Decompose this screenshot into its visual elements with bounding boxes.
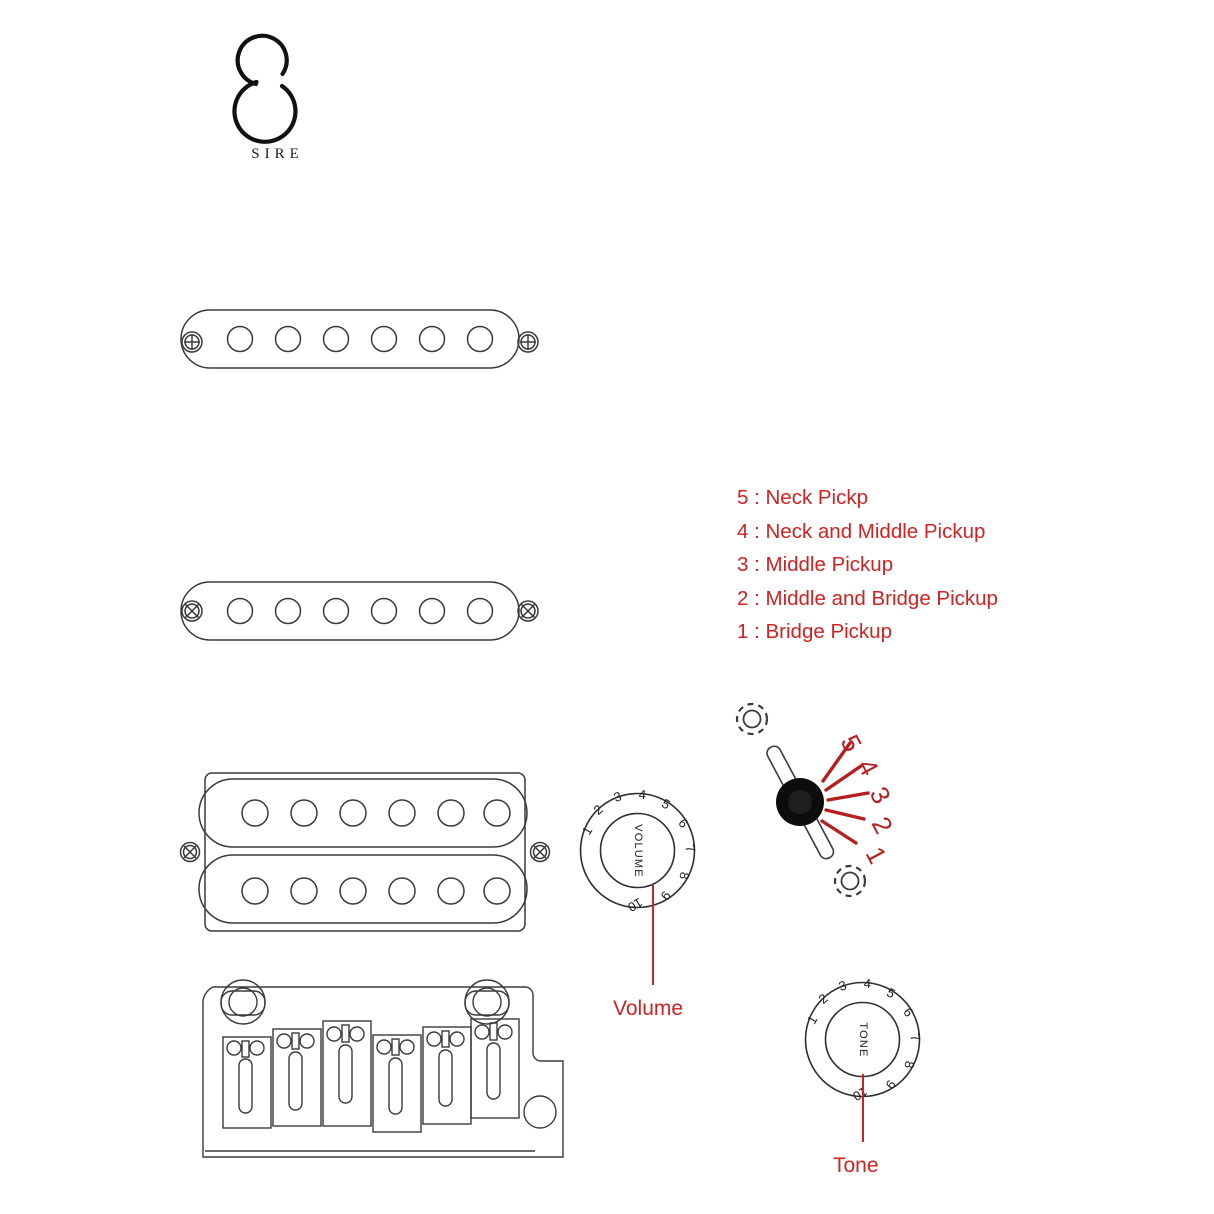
mounting-screw	[179, 841, 201, 863]
svg-text:4: 4	[863, 977, 872, 991]
svg-text:7: 7	[907, 1032, 924, 1044]
sire-logo: SIRE	[200, 28, 350, 178]
pivot-post	[220, 979, 266, 1025]
bridge-saddle	[422, 1026, 472, 1125]
tone-knob[interactable]: 1 2 3 4 5 6 7 8 9 10 TONE	[800, 977, 925, 1102]
bridge-humbucker-pickup	[175, 765, 555, 940]
svg-text:4: 4	[852, 754, 885, 781]
switch-position-numbers: 5 4 3 2 1	[835, 730, 899, 869]
bridge-saddle	[322, 1020, 372, 1127]
tone-knob-center-label: TONE	[856, 1021, 869, 1058]
string-hole	[523, 1095, 557, 1129]
mounting-screw	[181, 331, 203, 353]
tone-callout-label: Tone	[833, 1154, 879, 1177]
mounting-screw	[181, 600, 203, 622]
legend-item-3: 3 : Middle Pickup	[737, 553, 894, 576]
bridge-saddle	[222, 1036, 272, 1129]
pivot-post	[464, 979, 510, 1025]
svg-text:4: 4	[638, 788, 647, 802]
pickup-selector-legend: 5 : Neck Pickp 4 : Neck and Middle Picku…	[737, 481, 1097, 649]
svg-text:10: 10	[625, 895, 645, 913]
bridge-saddle	[372, 1034, 422, 1133]
pickup-selector-switch[interactable]: 5 4 3 2 1	[722, 695, 927, 910]
switch-mounting-screw	[833, 864, 867, 898]
bridge-saddle	[470, 1018, 520, 1119]
bridge-saddle	[272, 1028, 322, 1127]
tremolo-bridge-assembly	[195, 975, 570, 1175]
switch-mounting-screw	[735, 702, 769, 736]
tone-leader-line	[862, 1074, 864, 1142]
legend-item-1: 1 : Bridge Pickup	[737, 620, 892, 643]
svg-text:2: 2	[866, 812, 899, 839]
svg-text:10: 10	[850, 1084, 870, 1102]
svg-text:7: 7	[682, 843, 699, 855]
volume-knob-center-label: VOLUME	[631, 823, 644, 878]
svg-text:3: 3	[837, 977, 849, 994]
mounting-screw	[529, 841, 551, 863]
svg-text:3: 3	[612, 788, 624, 805]
svg-text:6: 6	[900, 1005, 916, 1020]
legend-item-4: 4 : Neck and Middle Pickup	[737, 519, 986, 543]
legend-item-5: 5 : Neck Pickp	[737, 486, 869, 509]
svg-text:8: 8	[676, 871, 692, 881]
svg-text:1: 1	[804, 1013, 821, 1027]
svg-text:6: 6	[675, 816, 691, 831]
svg-text:3: 3	[864, 782, 897, 809]
svg-text:1: 1	[579, 824, 596, 838]
svg-text:8: 8	[901, 1060, 917, 1070]
switch-knob	[776, 778, 824, 826]
mounting-screw	[517, 331, 539, 353]
svg-text:5: 5	[835, 730, 868, 757]
sire-s-monogram-icon	[232, 33, 298, 144]
volume-callout-label: Volume	[613, 997, 684, 1020]
volume-leader-line	[652, 885, 654, 985]
svg-text:1: 1	[860, 842, 893, 869]
switch-position-ticks	[820, 741, 870, 845]
neck-single-coil-pickup	[170, 300, 550, 400]
middle-single-coil-pickup	[170, 572, 550, 672]
sire-wordmark: SIRE	[251, 146, 304, 162]
mounting-screw	[517, 600, 539, 622]
legend-item-2: 2 : Middle and Bridge Pickup	[737, 586, 998, 610]
volume-knob[interactable]: 1 2 3 4 5 6 7 8 9 10 VOLUME	[575, 788, 700, 913]
